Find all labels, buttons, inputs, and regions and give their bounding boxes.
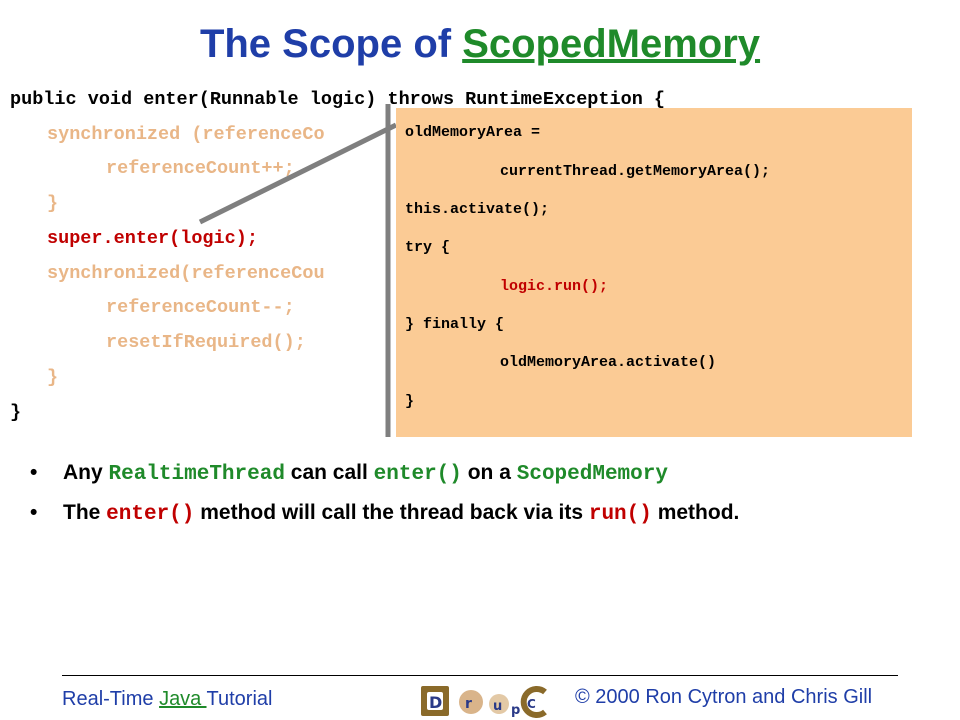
code-line-9: } bbox=[47, 367, 59, 388]
code-line-3: referenceCount++; bbox=[106, 158, 295, 179]
code-line-2: synchronized (referenceCo bbox=[47, 124, 325, 145]
callout-line-2: currentThread.getMemoryArea(); bbox=[500, 163, 771, 180]
code-line-7: referenceCount--; bbox=[106, 297, 295, 318]
footer-copyright: © 2000 Ron Cytron and Chris Gill bbox=[575, 686, 873, 708]
bullet-1-t3: on a bbox=[461, 461, 517, 484]
bullet-2-text: The enter() method will call the thread … bbox=[63, 498, 893, 530]
callout-line-7: oldMemoryArea.activate() bbox=[500, 354, 717, 371]
callout-box: oldMemoryArea = currentThread.getMemoryA… bbox=[396, 108, 912, 437]
bullet-1-text: Any RealtimeThread can call enter() on a… bbox=[63, 458, 893, 490]
bullet-1-code-scopedmemory: ScopedMemory bbox=[516, 463, 668, 486]
footer-divider bbox=[62, 675, 898, 676]
code-line-4: } bbox=[47, 193, 59, 214]
logo-letter-p: p bbox=[511, 703, 520, 718]
logo-letter-c: C bbox=[527, 697, 536, 711]
footer-left-prefix: Real-Time bbox=[62, 688, 160, 710]
code-line-1: public void enter(Runnable logic) throws… bbox=[10, 89, 666, 110]
callout-line-8: } bbox=[405, 393, 415, 410]
bullet-2-t3: method. bbox=[651, 501, 740, 524]
footer-course-title: Real-Time Java Tutorial bbox=[62, 688, 272, 711]
bullet-1-code-realtimethread: RealtimeThread bbox=[108, 463, 285, 486]
callout-line-3: this.activate(); bbox=[405, 201, 550, 218]
callout-line-4: try { bbox=[405, 239, 451, 256]
logo-letter-r: r bbox=[465, 696, 472, 712]
footer-left-suffix: Tutorial bbox=[206, 688, 273, 710]
bullet-1-t1: Any bbox=[63, 461, 109, 484]
bullet-2-t1: The bbox=[63, 501, 107, 524]
callout-line-5: logic.run(); bbox=[500, 278, 609, 295]
callout-line-1: oldMemoryArea = bbox=[405, 124, 541, 141]
code-line-8: resetIfRequired(); bbox=[106, 332, 306, 353]
logo-letter-u: u bbox=[493, 699, 502, 714]
bullet-2-code-run: run() bbox=[588, 503, 652, 526]
bullet-2-t2: method will call the thread back via its bbox=[194, 501, 589, 524]
footer-java-link[interactable]: Java bbox=[159, 688, 207, 710]
slide-title: The Scope of ScopedMemory bbox=[0, 20, 960, 68]
code-line-5: super.enter(logic); bbox=[47, 228, 258, 249]
bullet-2-code-enter: enter() bbox=[106, 503, 195, 526]
code-line-10: } bbox=[10, 402, 22, 423]
logo-letter-d: D bbox=[429, 693, 442, 712]
bullet-marker: • bbox=[30, 501, 38, 524]
bullet-marker: • bbox=[30, 461, 38, 484]
title-link[interactable]: ScopedMemory bbox=[462, 22, 761, 66]
callout-line-6: } finally { bbox=[405, 316, 505, 333]
code-line-6: synchronized(referenceCou bbox=[47, 263, 325, 284]
title-prefix: The Scope of bbox=[199, 22, 463, 66]
bullet-1-t2: can call bbox=[284, 461, 374, 484]
bullet-1-code-enter: enter() bbox=[373, 463, 462, 486]
doc-group-logo: D r u p C bbox=[421, 686, 547, 718]
